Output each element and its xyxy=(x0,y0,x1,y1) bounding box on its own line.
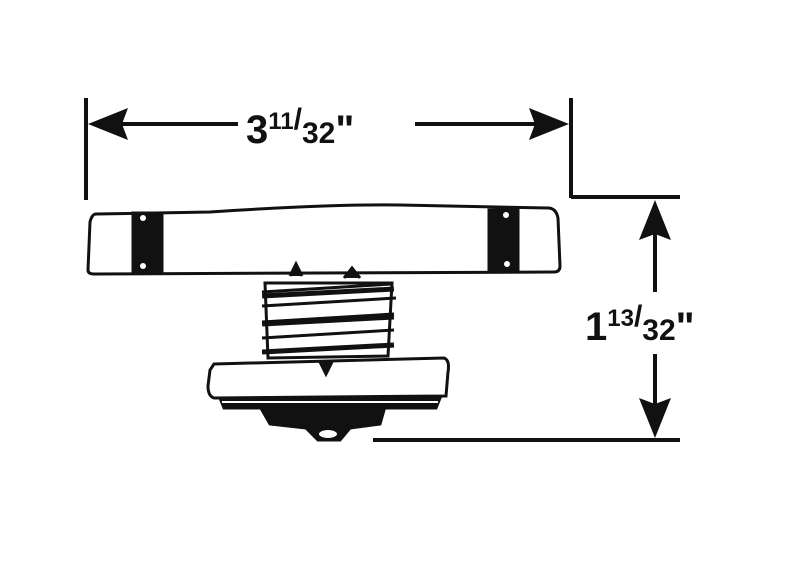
height-arrow-up xyxy=(639,200,671,240)
cap-top xyxy=(86,203,562,276)
height-label: 113/32" xyxy=(585,300,695,349)
width-arrow-right xyxy=(529,108,569,140)
height-dimension xyxy=(373,195,680,442)
cap-grip-right xyxy=(487,208,520,274)
cap-spring xyxy=(261,260,397,360)
cap-grip-left xyxy=(131,211,164,275)
width-dimension xyxy=(84,98,573,200)
width-arrow-left xyxy=(88,108,128,140)
radiator-cap xyxy=(86,203,562,442)
cap-valve xyxy=(259,408,386,442)
height-arrow-down xyxy=(639,398,671,438)
width-label: 311/32" xyxy=(246,103,354,152)
